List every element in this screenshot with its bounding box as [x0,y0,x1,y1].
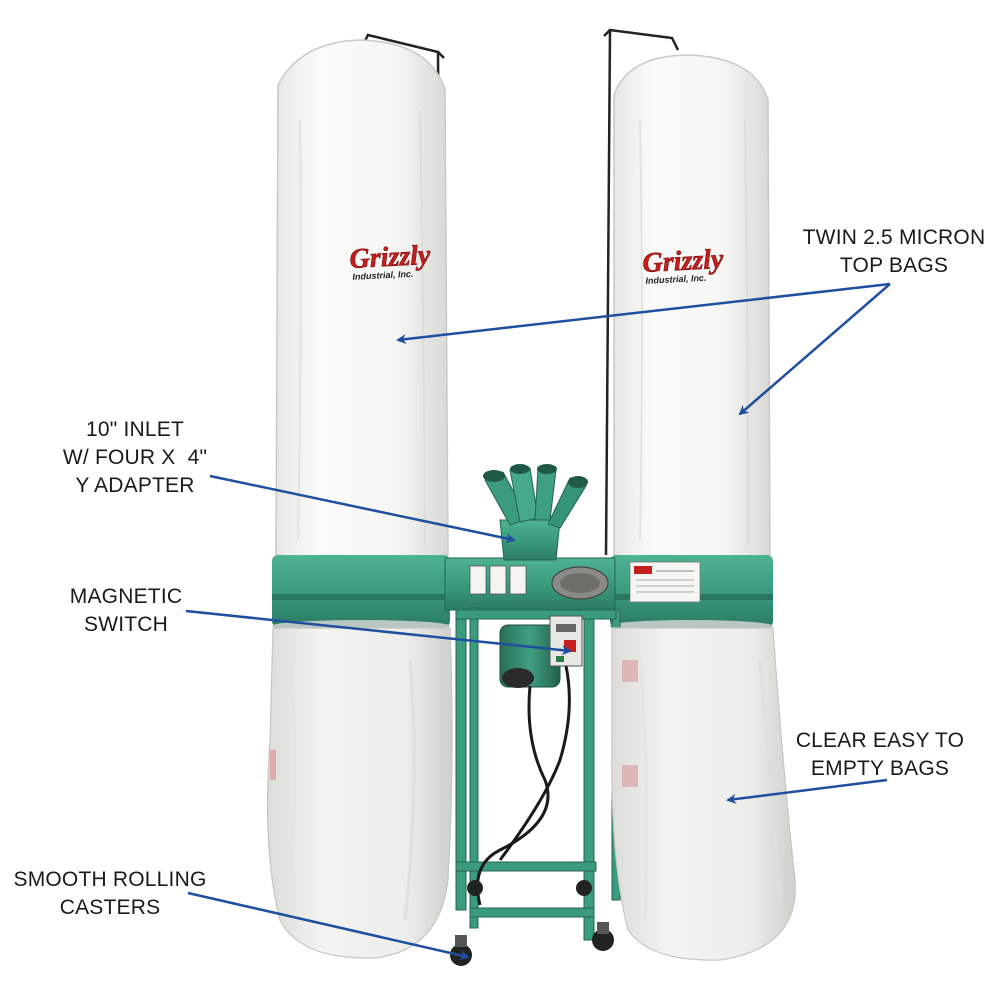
motor-assembly [499,615,583,688]
callout-top-bags-line2: TOP BAGS [839,254,949,277]
callout-casters-line2: CASTERS [59,896,161,919]
right-clear-bag [611,627,796,961]
caster-wheel [467,880,483,896]
callout-casters: SMOOTH ROLLING CASTERS [0,866,220,922]
callout-top-bags: TWIN 2.5 MICRON TOP BAGS [788,224,1000,280]
ear-protection-icon [509,565,527,595]
callout-switch: MAGNETIC SWITCH [56,583,196,639]
callout-inlet-line3: Y ADAPTER [75,474,195,497]
callout-switch-line1: MAGNETIC [69,585,183,608]
power-cords [476,665,571,906]
arrow-inlet [209,474,516,544]
caster-wheel [592,929,614,951]
callout-casters-line1: SMOOTH ROLLING [13,868,207,891]
warning-label [489,565,507,595]
blower-housing [444,557,701,611]
arrow-magnetic-switch [185,609,572,656]
right-logo-name: Grizzly [642,244,725,279]
callout-switch-line2: SWITCH [83,613,169,636]
right-grizzly-logo: Grizzly Industrial, Inc. [641,243,725,286]
callout-inlet-line2: W/ FOUR X 4" [62,446,208,469]
right-logo-subtitle: Industrial, Inc. [645,273,706,286]
arrow-casters [187,891,470,961]
right-top-filter-bag [613,54,771,563]
callout-bottom-bags-line1: CLEAR EASY TO [795,729,965,752]
arrow-clear-bags [726,778,888,804]
left-top-filter-bag [275,39,449,563]
callout-top-bags-line1: TWIN 2.5 MICRON [802,226,986,249]
start-button [556,656,564,662]
y-adapter-inlet [483,464,588,561]
callout-arrows [185,282,891,961]
callout-bottom-bags-line2: EMPTY BAGS [810,757,950,780]
callout-bottom-bags: CLEAR EASY TO EMPTY BAGS [780,727,980,783]
left-logo-name: Grizzly [349,240,432,275]
warning-label [469,565,487,595]
left-grizzly-logo: Grizzly Industrial, Inc. [348,239,432,282]
callout-inlet: 10" INLET W/ FOUR X 4" Y ADAPTER [50,416,220,500]
callout-inlet-line1: 10" INLET [86,418,184,441]
left-clear-bag [266,627,453,959]
left-logo-subtitle: Industrial, Inc. [352,269,413,282]
left-bag-ring [272,555,450,632]
caster-wheel [576,880,592,896]
arrow-top-bag-left [396,282,891,345]
arrow-top-bag-right [738,283,891,416]
